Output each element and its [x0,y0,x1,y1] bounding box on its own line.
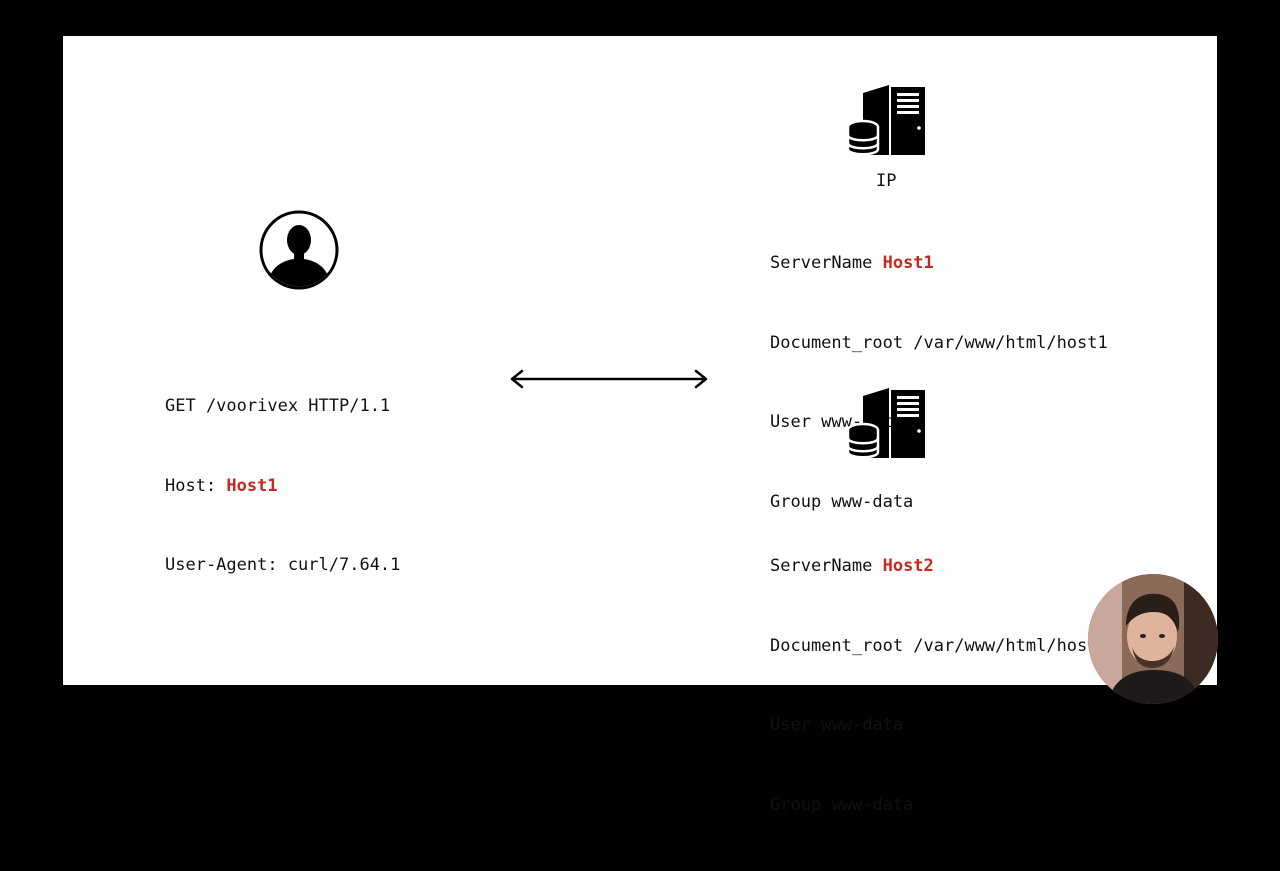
double-arrow-icon [510,369,708,389]
document-root-line: Document_root /var/www/html/host2 [770,635,1108,656]
user-icon [259,210,339,290]
slide: GET /voorivex HTTP/1.1 Host: Host1 User-… [63,36,1217,815]
server2-config: ServerName Host2 Document_root /var/www/… [770,500,1108,871]
webcam-overlay [1088,574,1218,704]
user-line: User www-data [770,715,904,735]
servername-line: ServerName Host1 [770,253,934,273]
user-line: User www-data [770,412,904,432]
host-header-value: Host1 [226,475,278,496]
presenter-video [1088,574,1218,704]
http-request: GET /voorivex HTTP/1.1 Host: Host1 User-… [165,340,400,632]
document-root-line: Document_root /var/www/html/host1 [770,332,1108,353]
server-database-icon [847,388,925,459]
server1-config: ServerName Host1 Document_root /var/www/… [770,197,1108,568]
group-line: Group www-data [770,794,914,815]
servername-line: ServerName Host2 [770,556,934,576]
ip-label: IP [876,171,897,191]
user-agent-line: User-Agent: curl/7.64.1 [165,555,401,575]
servername-value: Host2 [882,556,934,576]
servername-value: Host1 [882,253,934,273]
request-line: GET /voorivex HTTP/1.1 [165,396,391,416]
group-line: Group www-data [770,491,914,512]
host-header-line: Host: Host1 [165,475,278,496]
server-database-icon [847,85,925,156]
